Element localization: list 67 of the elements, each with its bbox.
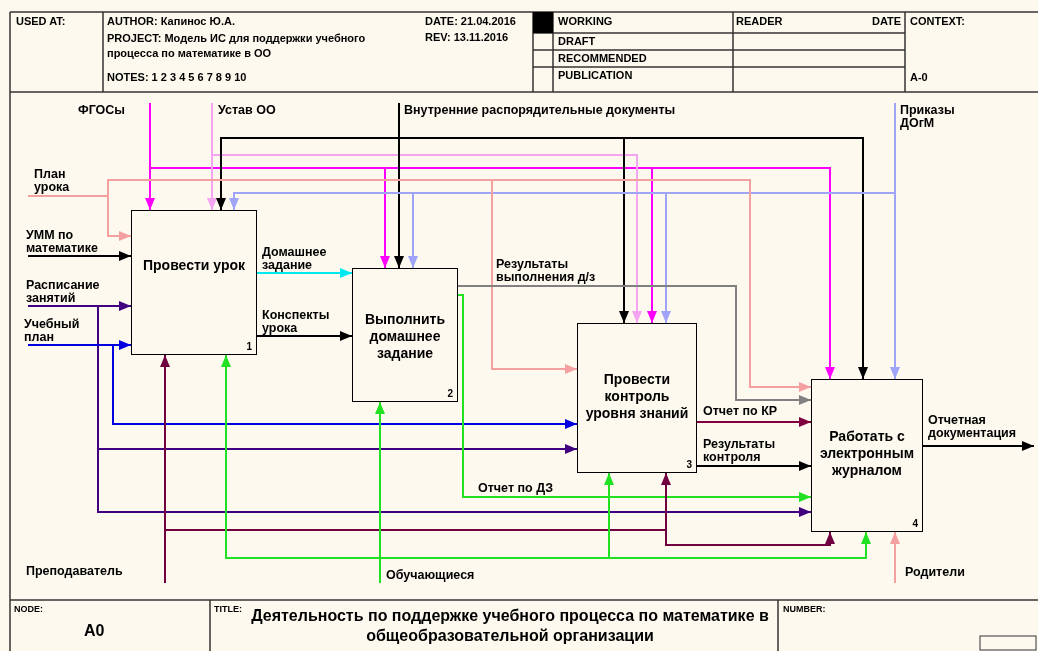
arrow [398, 102, 868, 380]
node-number: A0 [84, 622, 105, 640]
arrow [256, 268, 353, 278]
arrow [696, 461, 812, 471]
date-text: DATE: 21.04.2016 [425, 15, 516, 27]
form-label: TITLE: [214, 604, 242, 614]
arrow [890, 531, 900, 584]
activity-name: Провести урок [141, 256, 246, 274]
arrow-label: Внутренние распорядительные документы [404, 104, 676, 117]
arrow [27, 251, 132, 261]
activity-box [352, 268, 458, 402]
activity-name: Выполнить домашнее задание [363, 311, 447, 363]
arrow-label: Родители [905, 566, 965, 579]
arrow-label: Обучающиеся [386, 569, 475, 582]
diagram-title: Деятельность по поддержке учебного процесса по математике в общеобразовательной организации [250, 606, 770, 646]
activity-box [131, 210, 257, 355]
box-number: 4 [912, 518, 918, 529]
status-label: RECOMMENDED [558, 52, 647, 64]
arrow [27, 305, 812, 517]
box-number: 3 [686, 459, 692, 470]
form-label: USED AT: [16, 15, 66, 27]
arrow-label: Отчет по ДЗ [478, 482, 554, 495]
activity-box [577, 323, 697, 473]
project-text: PROJECT: Модель ИС для поддержки учебного процесса по математике в ОО [107, 31, 367, 61]
arrow [149, 102, 835, 380]
box-number: 1 [246, 341, 252, 352]
arrow-label: План урока [34, 168, 71, 194]
notes-text: NOTES: 1 2 3 4 5 6 7 8 9 10 [107, 71, 247, 83]
arrow [27, 344, 578, 429]
arrow-label: Приказы ДОгМ [900, 104, 956, 130]
context-label: A-0 [910, 71, 928, 83]
status-label: DRAFT [558, 35, 596, 47]
arrow [164, 529, 835, 584]
arrow-label: Расписание занятий [26, 279, 101, 305]
form-label: NUMBER: [783, 604, 826, 614]
arrow [457, 294, 812, 502]
arrow-label: Результаты контроля [703, 438, 777, 464]
author-text: AUTHOR: Капинос Ю.А. [107, 15, 235, 27]
arrow-label: Отчет по КР [703, 405, 778, 418]
arrow-label: Конспекты урока [262, 309, 331, 335]
arrow [922, 441, 1035, 451]
arrow [379, 531, 871, 584]
form-label: DATE [872, 15, 902, 27]
arrow [696, 417, 812, 427]
form-label: READER [736, 15, 783, 27]
status-label: PUBLICATION [558, 69, 633, 81]
form-label: CONTEXT: [910, 15, 965, 27]
activity-name: Провести контроль уровня знаний [584, 371, 690, 423]
arrow-label: Отчетная документация [928, 414, 1018, 440]
revision-text: REV: 13.11.2016 [425, 31, 509, 43]
arrow [256, 331, 353, 341]
arrow-label: Учебный план [24, 318, 81, 344]
arrow [27, 179, 812, 392]
arrow [457, 285, 812, 405]
arrow-label: УММ по математике [26, 229, 99, 255]
arrow [211, 102, 642, 324]
status-label: WORKING [558, 15, 613, 27]
form-label: NODE: [14, 604, 43, 614]
activity-box [811, 379, 923, 532]
arrow-label: Устав ОО [218, 104, 276, 117]
arrow-label: ФГОСы [78, 104, 125, 117]
box-number: 2 [447, 388, 453, 399]
arrow-label: Результаты выполнения д/з [496, 258, 597, 284]
activity-name: Работать с электронным журналом [818, 428, 916, 480]
arrow-label: Домашнее задание [262, 246, 328, 272]
arrow [229, 102, 896, 211]
arrow-label: Преподаватель [26, 565, 123, 578]
